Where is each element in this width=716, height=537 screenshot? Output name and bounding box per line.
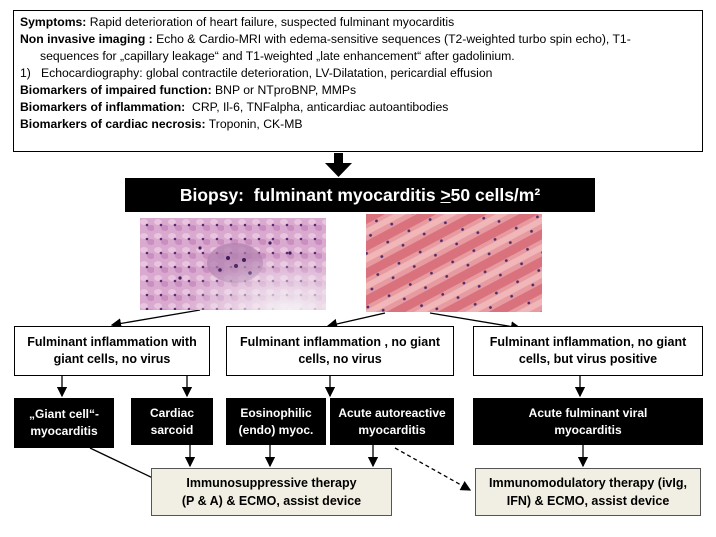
branch-nogiant-line2: cells, no virus	[298, 352, 382, 366]
necrosis-text: Troponin, CK-MB	[208, 117, 303, 131]
eosinophilic-line1: Eosinophilic	[240, 405, 312, 420]
branch-giant-line1: Fulminant inflammation with	[27, 335, 197, 349]
symptoms-row: Symptoms: Rapid deterioration of heart f…	[20, 14, 696, 31]
impaired-function-row: Biomarkers of impaired function: BNP or …	[20, 82, 696, 99]
inflammation-text: CRP, Il-6, TNFalpha, anticardiac autoant…	[192, 100, 449, 114]
imaging-label: Non invasive imaging :	[20, 32, 153, 46]
necrosis-row: Biomarkers of cardiac necrosis: Troponin…	[20, 116, 696, 133]
arrow-autoreactive-to-immunomodulatory-dashed	[394, 447, 472, 491]
branch-virus-line1: Fulminant inflammation, no giant	[489, 335, 687, 349]
imaging-text-2: sequences for „capillary leakage“ and T1…	[40, 49, 515, 63]
diagnosis-cardiac-sarcoid: Cardiac sarcoid	[131, 398, 213, 445]
viral-line1: Acute fulminant viral	[528, 405, 648, 420]
branch-no-giant-cells: Fulminant inflammation , no giant cells, …	[226, 326, 454, 376]
therapy-immunosuppressive: Immunosuppressive therapy (P & A) & ECMO,…	[151, 468, 392, 516]
echo-number: 1)	[20, 66, 31, 80]
main-down-arrow	[325, 153, 352, 177]
imaging-row: Non invasive imaging : Echo & Cardio-MRI…	[20, 31, 696, 48]
therapy-immunomodulatory: Immunomodulatory therapy (ivIg, IFN) & EC…	[475, 468, 701, 516]
inflammation-row: Biomarkers of inflammation: CRP, Il-6, T…	[20, 99, 696, 116]
eosinophilic-line2: (endo) myoc.	[238, 422, 314, 437]
diagnosis-acute-autoreactive: Acute autoreactive myocarditis	[330, 398, 454, 445]
arrow-to-virus-branch	[429, 312, 522, 332]
diagnosis-acute-viral: Acute fulminant viral myocarditis	[473, 398, 703, 445]
echo-text: Echocardiography: global contractile det…	[41, 66, 493, 80]
impaired-text: BNP or NTproBNP, MMPs	[215, 83, 357, 97]
symptoms-text: Rapid deterioration of heart failure, su…	[89, 15, 455, 29]
sarcoid-line1: Cardiac	[149, 405, 195, 420]
diagnosis-eosinophilic: Eosinophilic (endo) myoc.	[226, 398, 326, 445]
branch-virus-positive: Fulminant inflammation, no giant cells, b…	[473, 326, 703, 376]
giantcell-line2: myocarditis	[30, 424, 98, 438]
immunosuppressive-line1: Immunosuppressive therapy	[186, 476, 357, 490]
biopsy-prefix: Biopsy: fulminant myocarditis	[179, 184, 441, 205]
arrow-to-nogiant-branch	[326, 312, 386, 330]
echo-row: 1) Echocardiography: global contractile …	[20, 65, 696, 82]
impaired-label: Biomarkers of impaired function:	[20, 83, 212, 97]
clinical-summary-box: Symptoms: Rapid deterioration of heart f…	[13, 10, 703, 152]
branch-giant-cells: Fulminant inflammation with giant cells, …	[14, 326, 210, 376]
imaging-row-2: sequences for „capillary leakage“ and T1…	[20, 48, 696, 65]
immunomodulatory-line1: Immunomodulatory therapy (ivIg,	[489, 476, 687, 490]
viral-line2: myocarditis	[554, 422, 622, 437]
diagnosis-giant-cell-myocarditis: „Giant cell“- myocarditis	[14, 398, 114, 448]
autoreactive-line2: myocarditis	[358, 422, 426, 437]
autoreactive-line1: Acute autoreactive	[338, 405, 446, 420]
necrosis-label: Biomarkers of cardiac necrosis:	[20, 117, 206, 131]
giantcell-line1: „Giant cell“-	[28, 407, 99, 421]
sarcoid-line2: sarcoid	[150, 422, 194, 437]
histology-image-myocardial	[366, 214, 542, 312]
imaging-text-1: Echo & Cardio-MRI with edema-sensitive s…	[156, 32, 631, 46]
symptoms-label: Symptoms:	[20, 15, 87, 29]
inflammation-label: Biomarkers of inflammation:	[20, 100, 186, 114]
branch-giant-line2: giant cells, no virus	[53, 352, 171, 366]
arrow-to-giant-branch	[110, 309, 201, 329]
immunosuppressive-line2: (P & A) & ECMO, assist device	[181, 494, 362, 508]
branch-nogiant-line1: Fulminant inflammation , no giant	[240, 335, 440, 349]
biopsy-banner: Biopsy: fulminant myocarditis >50 cells/…	[125, 178, 595, 212]
biopsy-suffix: 50 cells/m²	[450, 184, 541, 205]
branch-virus-line2: cells, but virus positive	[518, 352, 658, 366]
biopsy-ge-sign: >	[440, 184, 451, 205]
immunomodulatory-line2: IFN) & ECMO, assist device	[506, 494, 670, 508]
histology-image-giant-cell	[140, 218, 326, 310]
